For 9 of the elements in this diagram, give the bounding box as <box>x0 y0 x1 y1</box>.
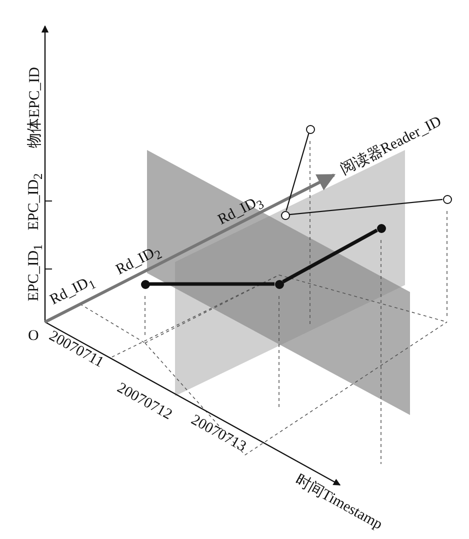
connector-line <box>150 282 274 286</box>
connector-line <box>282 228 378 284</box>
connector-line <box>289 198 443 216</box>
origin-label: O <box>28 329 39 344</box>
connector-line <box>286 133 310 211</box>
open-point <box>442 194 452 204</box>
axis-title: 物体EPC_ID <box>27 67 42 148</box>
data-point <box>140 280 150 288</box>
open-point <box>306 124 314 134</box>
